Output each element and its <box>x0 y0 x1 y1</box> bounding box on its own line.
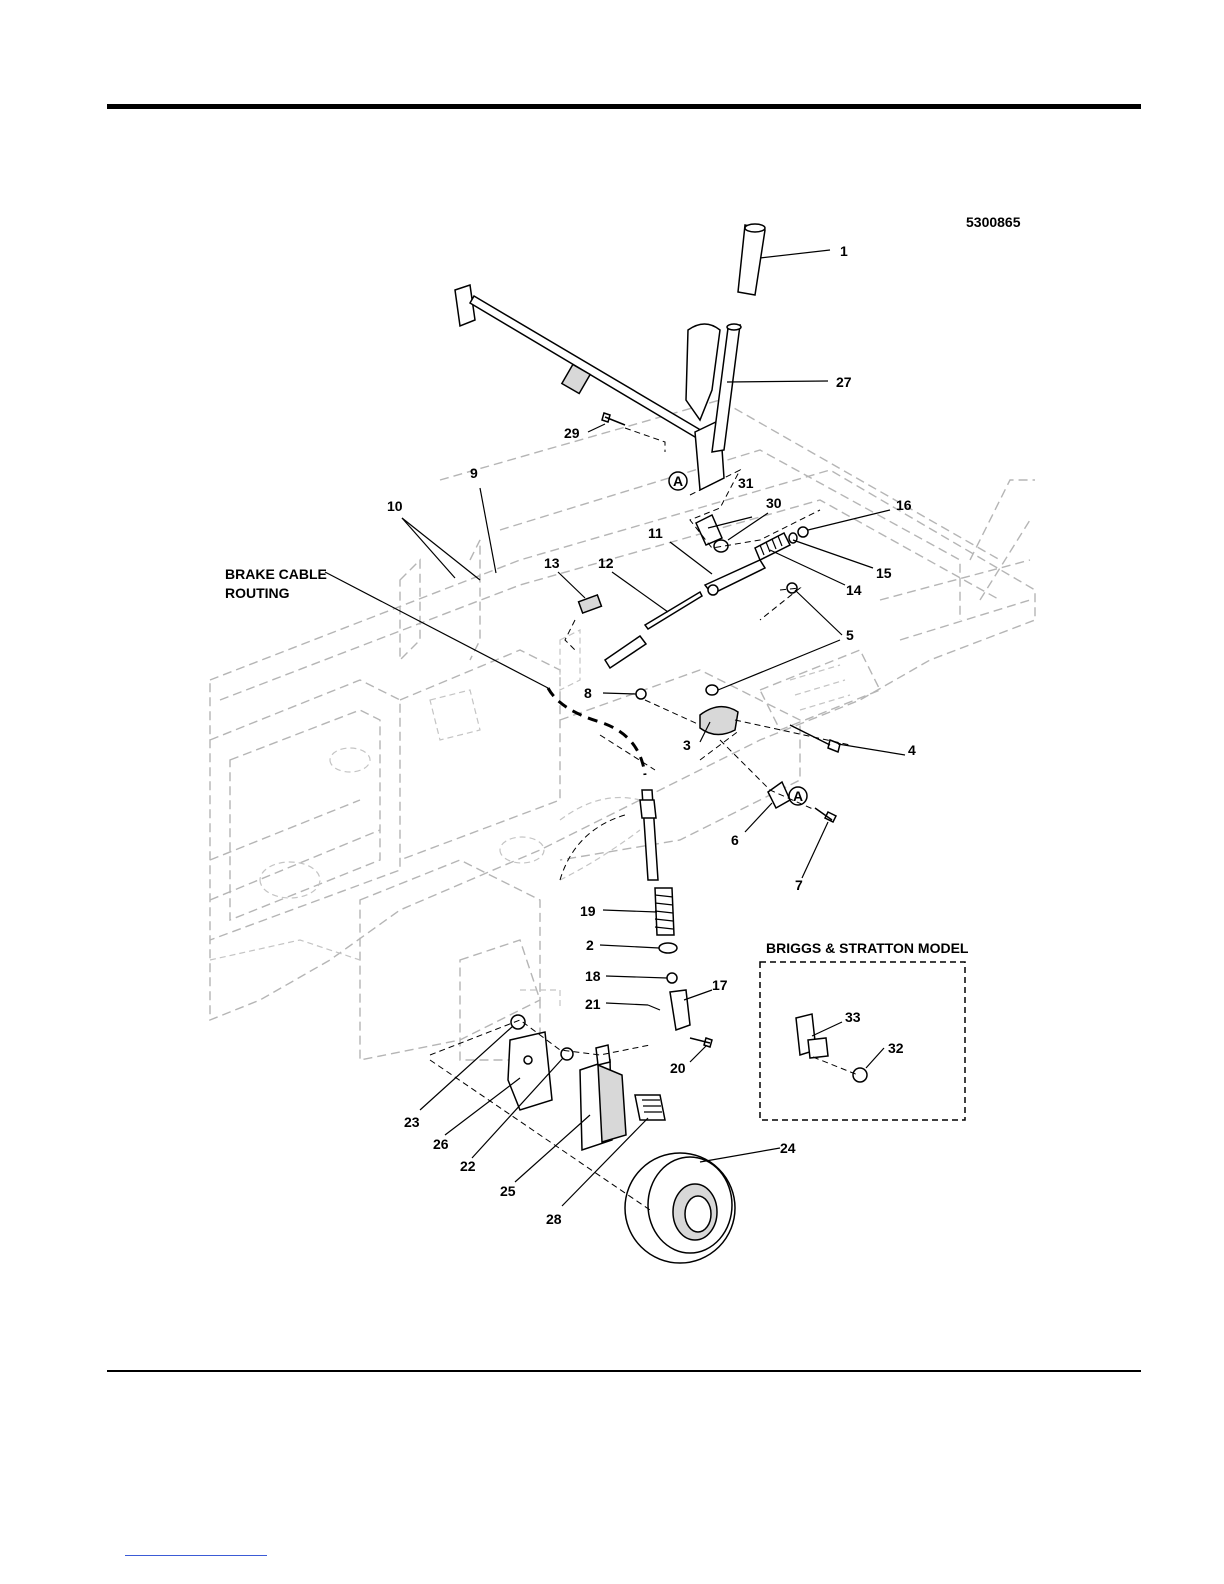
callout-1: 1 <box>840 243 848 259</box>
callout-4: 4 <box>908 742 916 758</box>
section-label-routing: ROUTING <box>225 585 290 601</box>
bolt-28 <box>635 1095 665 1120</box>
callout-3: 3 <box>683 737 691 753</box>
brake-cable-routing-line <box>548 688 645 775</box>
inset-title: BRIGGS & STRATTON MODEL <box>766 940 969 956</box>
callout-12: 12 <box>598 555 614 571</box>
callout-22: 22 <box>460 1158 476 1174</box>
callout-5: 5 <box>846 627 854 643</box>
callout-13: 13 <box>544 555 560 571</box>
yoke-17 <box>670 990 690 1030</box>
callout-25: 25 <box>500 1183 516 1199</box>
callout-leaders <box>325 250 905 1206</box>
callout-8: 8 <box>584 685 592 701</box>
callout-15: 15 <box>876 565 892 581</box>
briggs-stratton-inset <box>760 962 965 1120</box>
spring-19 <box>655 888 674 935</box>
callout-33: 33 <box>845 1009 861 1025</box>
callout-2: 2 <box>586 937 594 953</box>
callout-16: 16 <box>896 497 912 513</box>
callout-6: 6 <box>731 832 739 848</box>
callout-31: 31 <box>738 475 754 491</box>
callout-11: 11 <box>648 525 663 541</box>
callout-19: 19 <box>580 903 596 919</box>
nut-32 <box>853 1068 867 1082</box>
callout-20: 20 <box>670 1060 686 1076</box>
callout-labels: 1 27 29 9 10 31 30 16 11 13 12 14 15 5 8… <box>387 243 916 1227</box>
washer-2 <box>659 943 677 953</box>
brake-pedal-bar <box>455 285 724 490</box>
part-number-label: 5300865 <box>966 214 1021 230</box>
reference-marker-top: A <box>673 473 683 489</box>
callout-32: 32 <box>888 1040 904 1056</box>
washer-5-lower <box>706 685 718 695</box>
pin-21 <box>648 1005 660 1010</box>
nut-8 <box>636 689 646 699</box>
spring-14 <box>755 533 790 560</box>
clevis-pin-20 <box>690 1038 712 1047</box>
washer-15-nut-16 <box>789 527 808 543</box>
switch-13 <box>579 595 602 613</box>
rotor-24 <box>625 1153 735 1263</box>
callout-30: 30 <box>766 495 782 511</box>
callout-21: 21 <box>585 996 601 1012</box>
nut-18 <box>667 973 677 983</box>
callout-26: 26 <box>433 1136 449 1152</box>
callout-18: 18 <box>585 968 601 984</box>
callout-28: 28 <box>546 1211 562 1227</box>
callout-27: 27 <box>836 374 852 390</box>
callout-9: 9 <box>470 465 478 481</box>
bolt-29 <box>602 413 625 425</box>
callout-17: 17 <box>712 977 728 993</box>
callout-10: 10 <box>387 498 403 514</box>
caliper-25 <box>580 1045 626 1150</box>
lower-cable-rod <box>640 790 658 880</box>
section-label-brake-cable: BRAKE CABLE <box>225 566 327 582</box>
callout-24: 24 <box>780 1140 796 1156</box>
lever-pivot-mount <box>686 324 720 420</box>
callout-7: 7 <box>795 877 803 893</box>
callout-23: 23 <box>404 1114 420 1130</box>
callout-14: 14 <box>846 582 862 598</box>
handle-grip <box>738 224 765 295</box>
callout-29: 29 <box>564 425 580 441</box>
bolt-7 <box>815 808 836 822</box>
cable-end-12 <box>645 592 702 629</box>
bolt-4 <box>790 725 840 752</box>
cable-fitting-upper <box>605 636 646 668</box>
bracket-11 <box>705 560 765 595</box>
bracket-26 <box>508 1032 552 1110</box>
reference-marker-lower: A <box>793 788 803 804</box>
